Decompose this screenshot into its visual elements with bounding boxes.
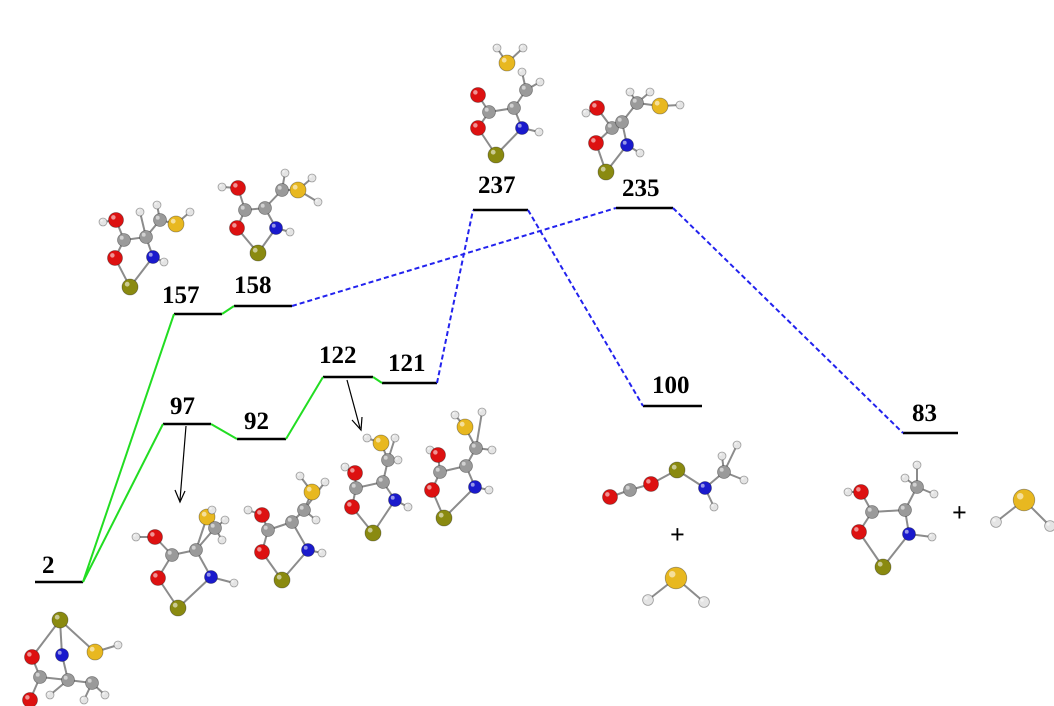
path-122-to-121: [372, 376, 383, 384]
energy-label-2: 2: [42, 552, 55, 579]
ts-235-icon: [581, 87, 685, 181]
energy-label-237: 237: [478, 172, 516, 199]
path-97-to-92: [210, 423, 238, 440]
intermediate-122-icon: [340, 433, 413, 542]
intermediate-121-icon: [424, 407, 497, 527]
energy-label-157: 157: [162, 282, 200, 309]
plus-sign-1: +: [670, 520, 685, 549]
path-237-to-100: [527, 209, 644, 407]
energy-label-92: 92: [244, 408, 269, 435]
reaction-paths: [82, 207, 904, 583]
path-121-to-237: [436, 209, 474, 384]
path-92-to-122: [285, 376, 324, 440]
ts-237-icon: [470, 43, 545, 164]
path-2-to-97: [82, 423, 164, 583]
h2s-molecule-icon: [990, 488, 1054, 532]
intermediate-158-icon: [217, 168, 323, 262]
path-158-to-235: [291, 207, 617, 307]
plus-sign-2: +: [952, 498, 967, 527]
energy-label-100: 100: [652, 372, 690, 399]
path-157-to-158: [221, 305, 235, 315]
energy-label-158: 158: [234, 272, 272, 299]
intermediate-157-icon: [98, 200, 195, 296]
path-235-to-83: [672, 207, 904, 434]
intermediate-97-icon: [131, 505, 239, 617]
energy-level-bars: [35, 206, 958, 584]
energy-label-83: 83: [912, 400, 937, 427]
energy-label-121: 121: [388, 350, 426, 377]
energy-label-235: 235: [622, 175, 660, 202]
pointer-arrow-97: [174, 425, 187, 504]
h2s-molecule-icon: [642, 566, 710, 608]
product-100-icon: [602, 440, 749, 512]
energy-label-97: 97: [170, 393, 195, 420]
reactant-complex-icon: [22, 611, 123, 706]
product-83-icon: [843, 460, 939, 576]
path-2-to-157: [82, 313, 175, 583]
energy-label-122: 122: [319, 342, 357, 369]
intermediate-92-icon: [243, 471, 330, 589]
pointer-arrow-122: [346, 379, 363, 432]
